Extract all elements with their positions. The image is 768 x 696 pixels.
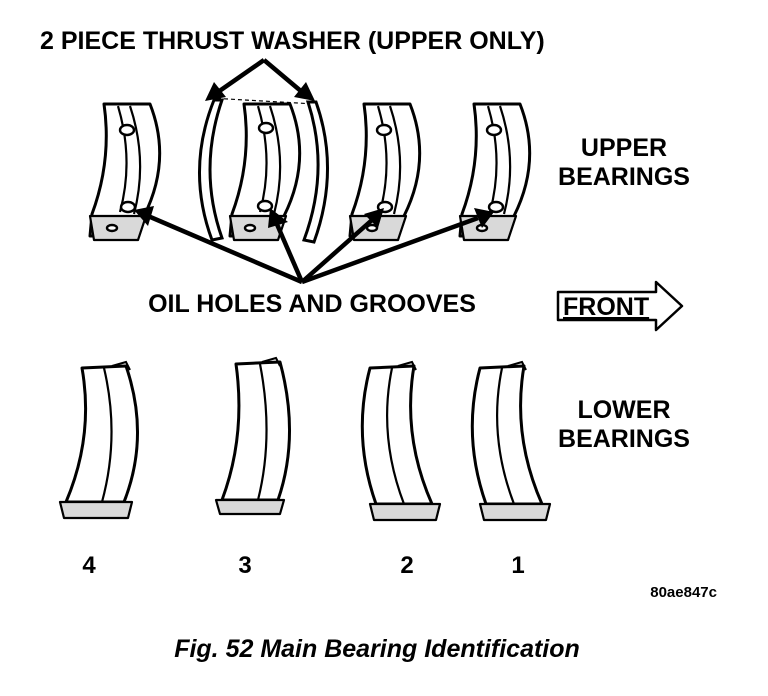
position-number-1: 1 [511, 552, 524, 579]
front-arrow: FRONT [556, 280, 684, 332]
front-label: FRONT [563, 293, 649, 321]
upper-bearings-label-line1: UPPER [581, 134, 667, 162]
lower-bearing-4 [58, 360, 139, 520]
thrust-washer-arrows [205, 58, 315, 101]
lower-bearing-2 [360, 360, 442, 522]
reference-code: 80ae847c [650, 584, 717, 601]
position-number-4: 4 [82, 552, 96, 579]
lower-bearings-label-line2: BEARINGS [558, 425, 690, 453]
position-number-2: 2 [400, 552, 413, 579]
lower-bearing-1 [470, 360, 552, 522]
thrust-washer-left [198, 98, 225, 242]
thrust-washer-right [301, 100, 330, 244]
upper-bearings-label-line2: BEARINGS [558, 163, 690, 191]
upper-bearing-1 [458, 102, 532, 242]
upper-bearing-4 [88, 102, 162, 242]
figure-caption: Fig. 52 Main Bearing Identification [174, 635, 580, 663]
oil-holes-label: OIL HOLES AND GROOVES [148, 290, 476, 318]
lower-bearings-label-line1: LOWER [577, 396, 670, 424]
upper-bearing-2 [348, 102, 422, 242]
position-number-3: 3 [238, 552, 251, 579]
washer-dashed-line [209, 97, 316, 105]
oil-hole-arrows [134, 206, 494, 285]
lower-bearing-3 [214, 356, 291, 516]
thrust-washer-title: 2 PIECE THRUST WASHER (UPPER ONLY) [40, 27, 545, 55]
upper-bearing-3 [228, 102, 302, 242]
